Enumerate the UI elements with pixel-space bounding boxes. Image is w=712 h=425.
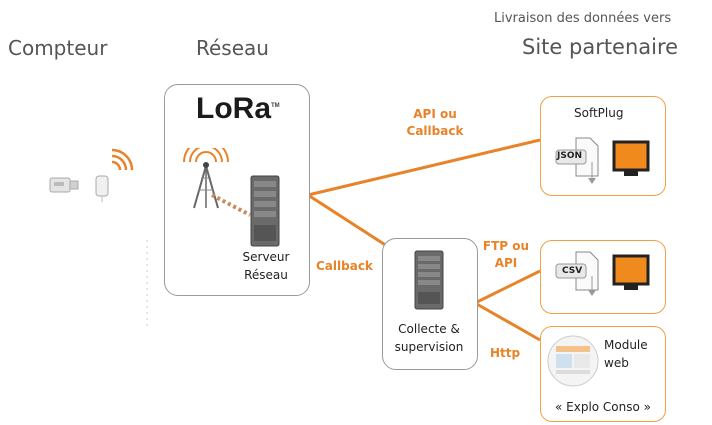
label-callback: Callback bbox=[316, 259, 373, 273]
line-collect-module bbox=[474, 301, 541, 342]
json-file-label: JSON bbox=[557, 151, 583, 161]
csv-file-label: CSV bbox=[562, 266, 583, 276]
header-compteur: Compteur bbox=[8, 36, 108, 60]
label-http: Http bbox=[490, 346, 521, 360]
header-livraison: Livraison des données vers bbox=[494, 11, 672, 26]
meter-icon bbox=[44, 148, 134, 208]
header-site: Site partenaire bbox=[522, 35, 679, 59]
line-network-collect bbox=[307, 193, 391, 250]
explo-conso-label: « Explo Conso » bbox=[554, 400, 652, 414]
header-reseau: Réseau bbox=[196, 36, 269, 60]
label-api-callback: API ou Callback bbox=[406, 107, 464, 138]
label-ftp-api: FTP ou API bbox=[482, 239, 530, 270]
server-label: Serveur Réseau bbox=[242, 250, 290, 282]
network-panel bbox=[164, 84, 310, 296]
module-web-label: Module web bbox=[604, 338, 648, 370]
module-web-screenshot bbox=[546, 334, 600, 388]
line-collect-csv bbox=[474, 269, 541, 305]
lora-logo: LoRaTM bbox=[196, 92, 280, 125]
softplug-title: SoftPlug bbox=[574, 106, 624, 120]
line-network-softplug bbox=[307, 138, 541, 197]
softplug-icons bbox=[552, 132, 652, 188]
csv-icons bbox=[552, 248, 652, 304]
server-icon bbox=[250, 175, 280, 247]
collect-server-icon bbox=[414, 250, 444, 310]
collect-label: Collecte & supervision bbox=[394, 322, 464, 354]
